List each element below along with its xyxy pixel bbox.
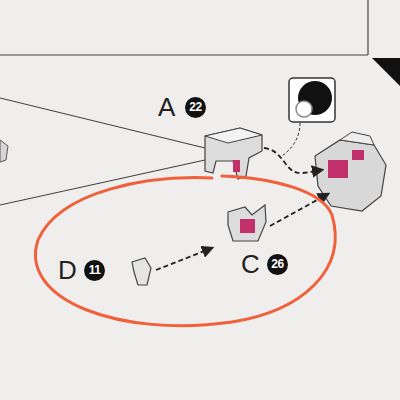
detail-icon	[289, 78, 335, 122]
part-letter: C	[241, 251, 260, 277]
part-c26	[228, 205, 266, 241]
part-d11	[132, 258, 151, 285]
callout-number: 26	[267, 254, 288, 275]
assembly-part	[315, 140, 386, 211]
frame-line	[367, 0, 368, 55]
part-c26	[240, 219, 255, 233]
part-a22	[205, 128, 262, 143]
frame-line	[0, 54, 368, 55]
highlight-loop	[35, 176, 335, 326]
part-letter: A	[158, 94, 175, 120]
callout-number: 22	[185, 97, 206, 118]
leader-line	[282, 123, 300, 156]
assembly-part	[328, 160, 348, 178]
part-fragment	[0, 140, 8, 162]
part-a22	[233, 160, 240, 172]
detail-icon	[296, 101, 312, 117]
assembly-arrow	[264, 148, 322, 173]
assembly-arrow	[156, 248, 212, 270]
assembly-part	[340, 132, 374, 145]
assembly-part	[352, 150, 364, 160]
leader-line	[0, 160, 205, 205]
part-letter: D	[58, 257, 77, 283]
corner-mark	[372, 58, 400, 86]
callout-number: 11	[84, 260, 105, 281]
part-a22	[205, 128, 262, 179]
